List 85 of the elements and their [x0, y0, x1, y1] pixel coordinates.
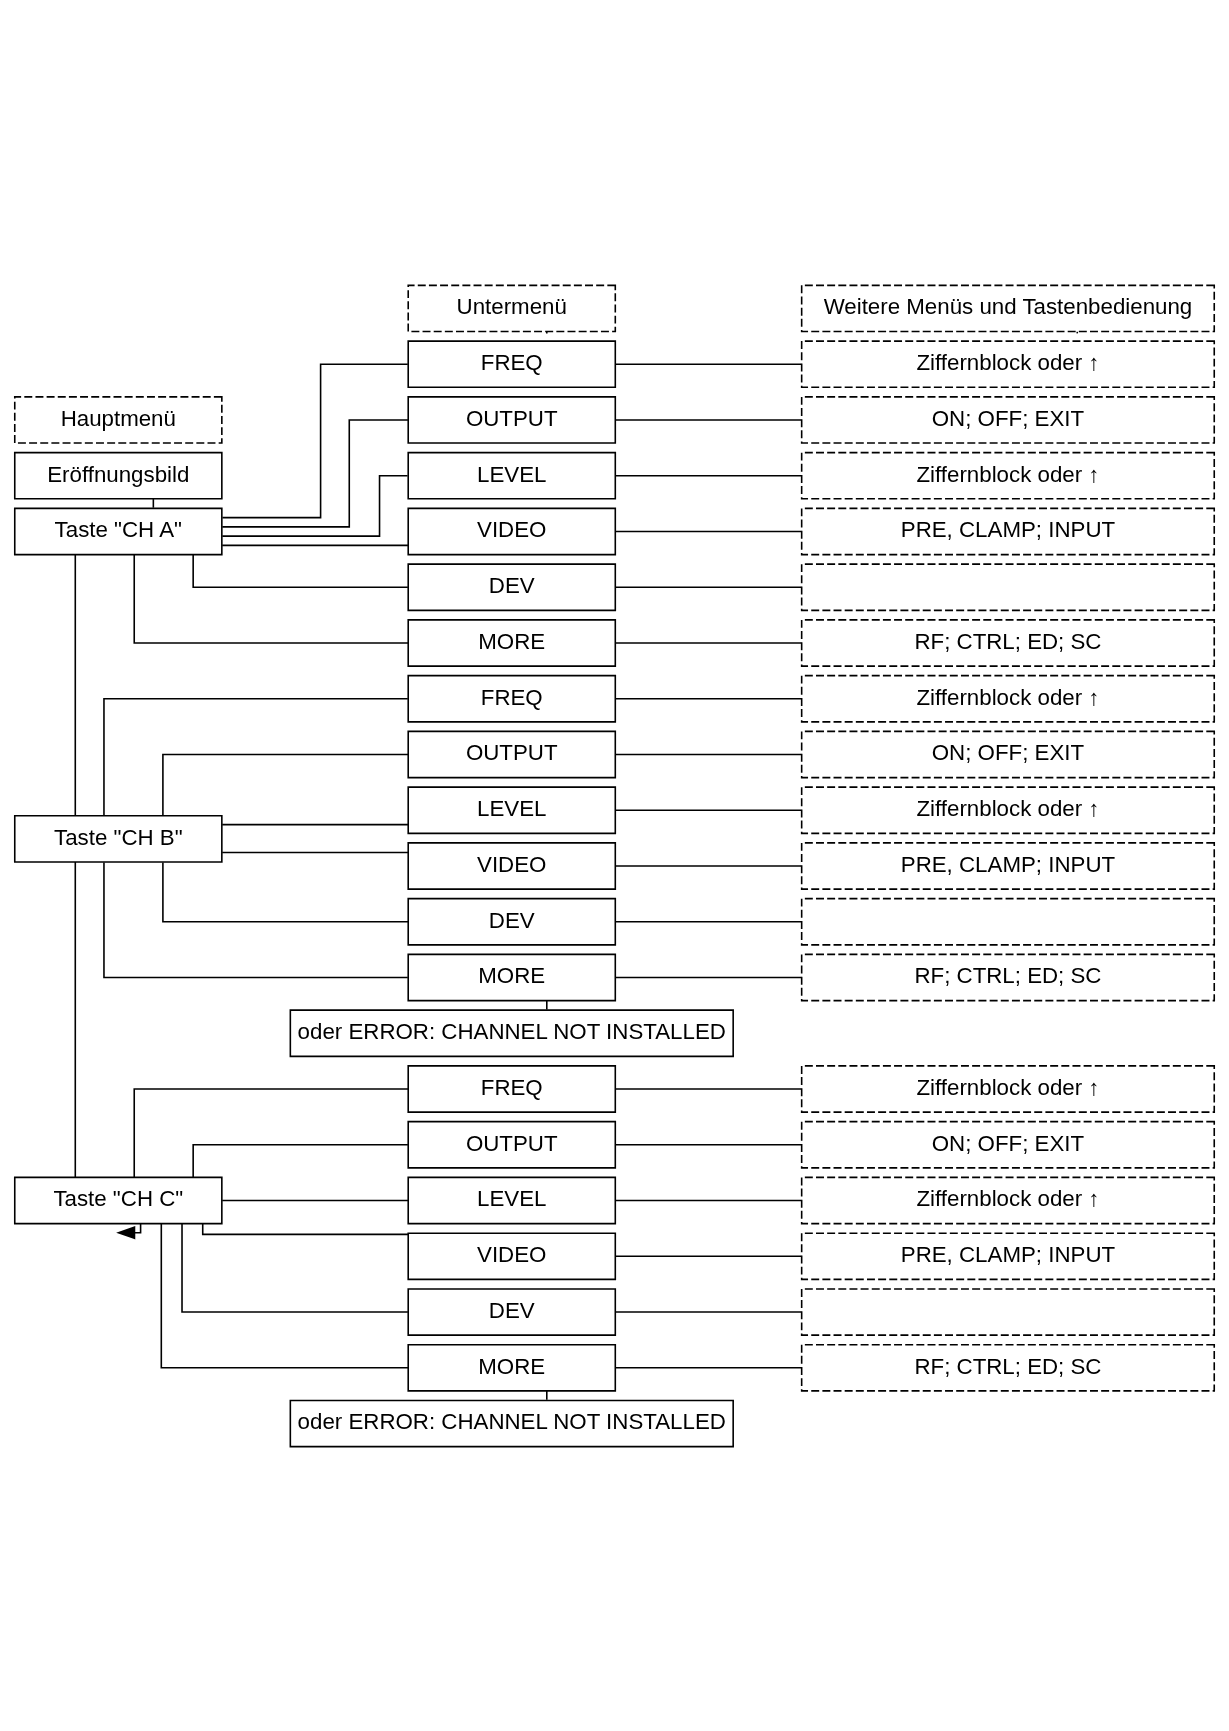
node-box: Ziffernblock oder ↑ — [800, 785, 1216, 834]
node-box: DEV — [407, 1287, 617, 1336]
node-box: MORE — [407, 953, 617, 1001]
connector — [221, 823, 409, 825]
node-box: OUTPUT — [407, 730, 617, 778]
node-box: OUTPUT — [407, 1120, 617, 1169]
node-box: Ziffernblock oder ↑ — [800, 339, 1216, 388]
connector — [614, 1254, 803, 1257]
connector — [133, 553, 409, 644]
connector — [201, 1222, 409, 1235]
node-box: LEVEL — [407, 785, 617, 834]
node-box: DEV — [407, 897, 617, 946]
node-box: MORE — [407, 1343, 617, 1392]
node-box: Taste "CH A" — [13, 507, 223, 555]
node-box: Ziffernblock oder ↑ — [800, 1064, 1216, 1113]
node-box: Eröffnungsbild — [13, 451, 223, 500]
connector — [103, 697, 409, 817]
node-box: VIDEO — [407, 507, 617, 555]
node-box: Ziffernblock oder ↑ — [800, 674, 1216, 723]
node-box: PRE, CLAMP; INPUT — [800, 1231, 1216, 1280]
node-box: VIDEO — [407, 1231, 617, 1280]
node-box: ON; OFF; EXIT — [800, 730, 1216, 778]
connector — [221, 851, 409, 853]
connector — [614, 585, 803, 588]
connector — [546, 1389, 548, 1401]
connector — [614, 641, 803, 644]
connector — [614, 1310, 803, 1313]
node-box: oder ERROR: CHANNEL NOT INSTALLED — [289, 1008, 734, 1057]
node-box: Weitere Menüs und Tastenbedienung — [800, 284, 1216, 332]
node-box: MORE — [407, 618, 617, 667]
connector — [103, 861, 409, 978]
node-box — [800, 897, 1216, 946]
connector — [74, 553, 77, 816]
connector — [614, 920, 803, 923]
connector — [614, 1199, 803, 1201]
connector — [221, 474, 409, 537]
connector — [546, 999, 548, 1010]
connector — [221, 544, 409, 546]
connector — [614, 418, 803, 421]
connector — [614, 1087, 803, 1090]
node-box: LEVEL — [407, 1176, 617, 1224]
node-box: LEVEL — [407, 451, 617, 500]
connector — [614, 474, 803, 477]
node-box: RF; CTRL; ED; SC — [800, 618, 1216, 667]
node-box: Untermenü — [407, 284, 617, 332]
node-box: Hauptmenü — [13, 395, 223, 444]
node-box: ON; OFF; EXIT — [800, 1120, 1216, 1169]
node-box — [800, 1287, 1216, 1336]
node-box: Ziffernblock oder ↑ — [800, 1176, 1216, 1224]
connector — [614, 1366, 803, 1369]
connector — [192, 1143, 409, 1178]
connector — [614, 1143, 803, 1146]
connector — [614, 808, 803, 811]
connector — [614, 976, 803, 978]
connector — [221, 418, 409, 528]
node-box: PRE, CLAMP; INPUT — [800, 841, 1216, 890]
node-box: Taste "CH C" — [13, 1176, 223, 1224]
connector — [133, 1087, 409, 1178]
connector — [162, 861, 409, 923]
connector — [614, 753, 803, 755]
connector — [162, 753, 409, 816]
connector — [614, 530, 803, 532]
node-box: Taste "CH B" — [13, 814, 223, 863]
node-box: ON; OFF; EXIT — [800, 395, 1216, 444]
node-box: OUTPUT — [407, 395, 617, 444]
connector — [614, 864, 803, 867]
connector — [221, 362, 409, 518]
node-box: FREQ — [407, 339, 617, 388]
node-box: RF; CTRL; ED; SC — [800, 1343, 1216, 1392]
node-box: FREQ — [407, 1064, 617, 1113]
node-box: oder ERROR: CHANNEL NOT INSTALLED — [289, 1399, 734, 1447]
connector — [160, 1222, 409, 1369]
node-box: Ziffernblock oder ↑ — [800, 451, 1216, 500]
node-box: RF; CTRL; ED; SC — [800, 953, 1216, 1001]
node-box: VIDEO — [407, 841, 617, 890]
connector — [192, 553, 409, 588]
node-box: PRE, CLAMP; INPUT — [800, 507, 1216, 555]
node-box: DEV — [407, 562, 617, 611]
connector — [74, 860, 77, 1178]
connector — [614, 362, 803, 365]
node-box: FREQ — [407, 674, 617, 723]
connector — [181, 1222, 409, 1313]
node-box — [800, 562, 1216, 611]
connector — [614, 697, 803, 700]
connector — [221, 1199, 409, 1201]
